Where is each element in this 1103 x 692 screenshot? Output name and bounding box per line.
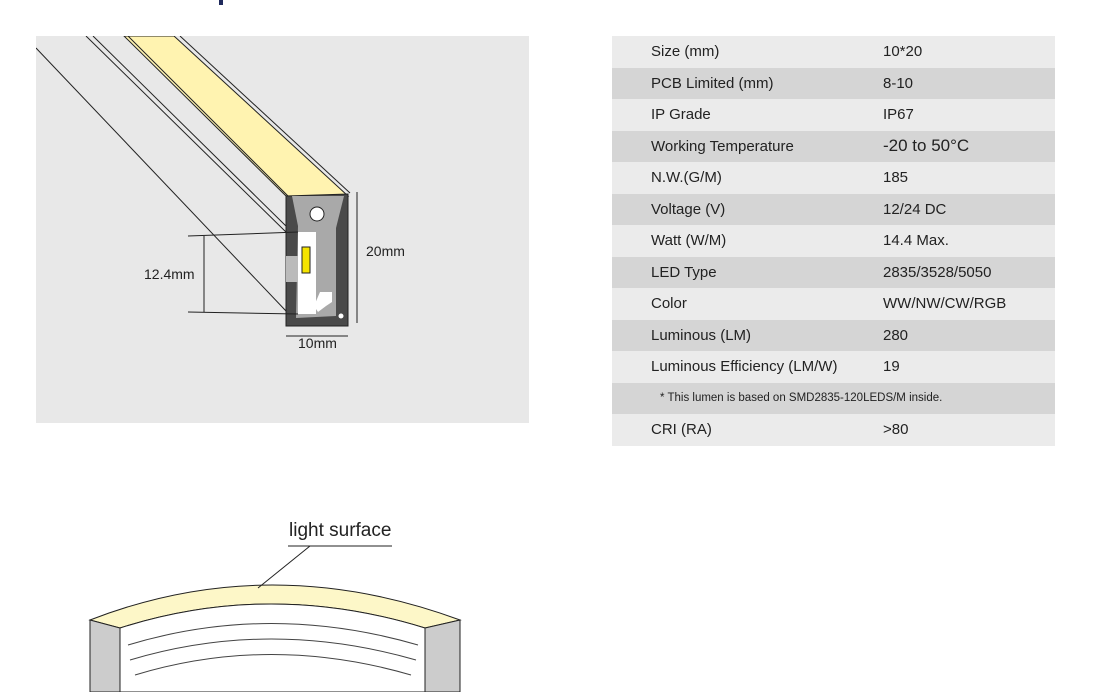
row-value: 2835/3528/5050 — [883, 263, 992, 281]
table-row: IP Grade IP67 — [612, 99, 1055, 131]
row-label: LED Type — [651, 263, 717, 281]
row-label: PCB Limited (mm) — [651, 74, 774, 92]
row-label: Working Temperature — [651, 137, 794, 155]
light-surface-label: light surface — [289, 520, 392, 541]
row-label: Size (mm) — [651, 43, 720, 61]
table-row: Size (mm) 10*20 — [612, 36, 1055, 68]
cross-section-diagram: 20mm 12.4mm 10mm — [36, 36, 529, 423]
profile-drawing — [36, 36, 358, 337]
table-row: Working Temperature -20 to 50°C — [612, 130, 1055, 162]
row-value: 10*20 — [883, 43, 923, 61]
row-label: N.W.(G/M) — [651, 169, 722, 187]
row-value: 14.4 Max. — [883, 232, 949, 250]
table-row: Voltage (V) 12/24 DC — [612, 193, 1055, 225]
row-value: -20 to 50°C — [883, 136, 970, 156]
row-value: 19 — [883, 358, 900, 376]
row-value: 280 — [883, 326, 909, 344]
bent-strip-drawing — [88, 545, 462, 692]
row-value: 185 — [883, 169, 909, 187]
table-row: Luminous Efficiency (LM/W) 19 — [612, 351, 1055, 383]
table-note-row: * This lumen is based on SMD2835-120LEDS… — [612, 382, 1055, 414]
row-label: Luminous Efficiency (LM/W) — [651, 358, 838, 376]
row-label: Color — [651, 295, 687, 313]
spec-table: Size (mm) 10*20 PCB Limited (mm) 8-10 IP G… — [612, 36, 1055, 446]
table-row: PCB Limited (mm) 8-10 — [612, 67, 1055, 99]
title-fragment — [219, 0, 223, 5]
pcb-dimension: 12.4mm — [144, 266, 195, 282]
row-value: 8-10 — [883, 74, 914, 92]
row-value: 12/24 DC — [883, 200, 947, 218]
table-row: Luminous (LM) 280 — [612, 319, 1055, 351]
lumen-note: * This lumen is based on SMD2835-120LEDS… — [660, 392, 943, 405]
table-row: CRI (RA) >80 — [612, 414, 1055, 446]
row-label: CRI (RA) — [651, 421, 712, 439]
row-label: Voltage (V) — [651, 200, 726, 218]
table-row: LED Type 2835/3528/5050 — [612, 256, 1055, 288]
bent-strip-diagram — [80, 510, 480, 692]
row-label: IP Grade — [651, 106, 711, 124]
row-value: WW/NW/CW/RGB — [883, 295, 1007, 313]
table-row: Watt (W/M) 14.4 Max. — [612, 225, 1055, 257]
row-value: IP67 — [883, 106, 914, 124]
table-row: Color WW/NW/CW/RGB — [612, 288, 1055, 320]
table-row: N.W.(G/M) 185 — [612, 162, 1055, 194]
height-dimension: 20mm — [366, 243, 405, 259]
row-value: >80 — [883, 421, 909, 439]
row-label: Luminous (LM) — [651, 326, 752, 344]
width-dimension: 10mm — [298, 335, 337, 351]
row-label: Watt (W/M) — [651, 232, 727, 250]
